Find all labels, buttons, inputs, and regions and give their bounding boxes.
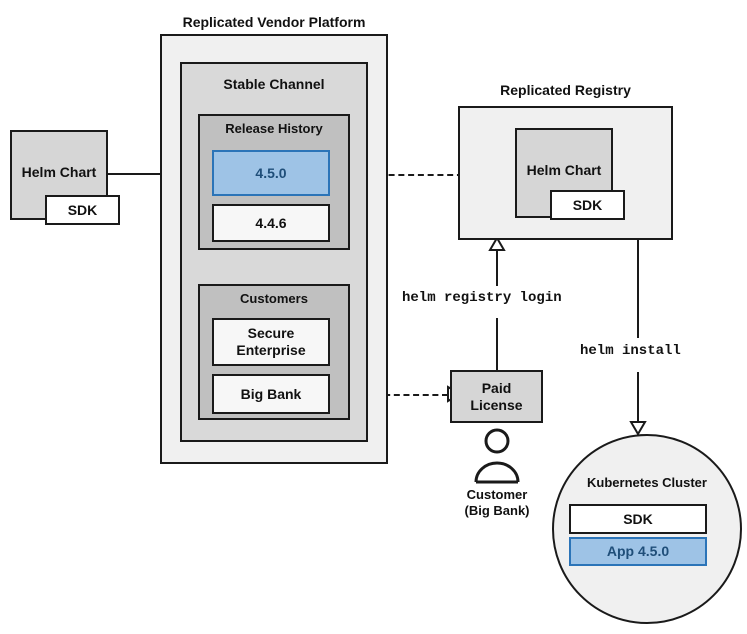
cluster-item-sdk-label: SDK xyxy=(623,510,653,527)
paid-license-line2: License xyxy=(470,396,523,413)
registry-helm-chart-label: Helm Chart xyxy=(526,162,602,178)
customer-item-secure-enterprise-line2: Enterprise xyxy=(236,342,306,358)
command-helm-registry-login: helm registry login xyxy=(398,289,566,307)
customer-item-secure-enterprise[interactable]: Secure Enterprise xyxy=(212,318,330,366)
connector-release-to-registry xyxy=(330,174,502,176)
source-helm-chart-sdk-label: SDK xyxy=(67,201,98,218)
connector-chart-to-release xyxy=(108,173,208,175)
registry-helm-chart-sdk-label: SDK xyxy=(572,196,603,213)
registry-helm-chart-sdk-box: SDK xyxy=(550,190,625,220)
source-helm-chart-label: Helm Chart xyxy=(21,164,97,180)
release-item-450[interactable]: 4.5.0 xyxy=(212,150,330,196)
kubernetes-cluster-title: Kubernetes Cluster xyxy=(587,475,707,490)
connector-registry-to-cluster-lower xyxy=(637,372,639,432)
customer-actor-line2: (Big Bank) xyxy=(464,503,530,519)
customer-actor-label: Customer (Big Bank) xyxy=(437,487,557,520)
release-item-446[interactable]: 4.4.6 xyxy=(212,204,330,242)
cluster-item-app-label: App 4.5.0 xyxy=(606,543,670,560)
release-history-title: Release History xyxy=(225,121,323,136)
paid-license-box: Paid License xyxy=(450,370,543,423)
release-item-450-label: 4.5.0 xyxy=(255,164,287,181)
command-helm-install: helm install xyxy=(576,342,685,360)
customer-item-big-bank-label: Big Bank xyxy=(240,385,302,402)
customer-actor-line1: Customer xyxy=(466,487,528,502)
cluster-item-sdk: SDK xyxy=(569,504,707,534)
connector-bigbank-to-license xyxy=(336,394,448,396)
source-helm-chart-sdk-box: SDK xyxy=(45,195,120,225)
connector-registry-to-cluster-upper xyxy=(637,240,639,338)
registry-title: Replicated Registry xyxy=(500,82,631,98)
cluster-item-app: App 4.5.0 xyxy=(569,537,707,566)
paid-license-line1: Paid xyxy=(481,379,512,396)
vendor-platform-title: Replicated Vendor Platform xyxy=(182,14,366,30)
release-item-446-label: 4.4.6 xyxy=(255,214,287,231)
customer-item-secure-enterprise-line1: Secure xyxy=(247,325,295,342)
connector-license-to-registry-upper xyxy=(496,240,498,286)
connector-license-to-registry-lower xyxy=(496,318,498,370)
customer-item-big-bank[interactable]: Big Bank xyxy=(212,374,330,414)
stable-channel-title: Stable Channel xyxy=(223,76,325,92)
customers-title: Customers xyxy=(240,291,308,306)
customer-person-icon xyxy=(474,428,520,484)
